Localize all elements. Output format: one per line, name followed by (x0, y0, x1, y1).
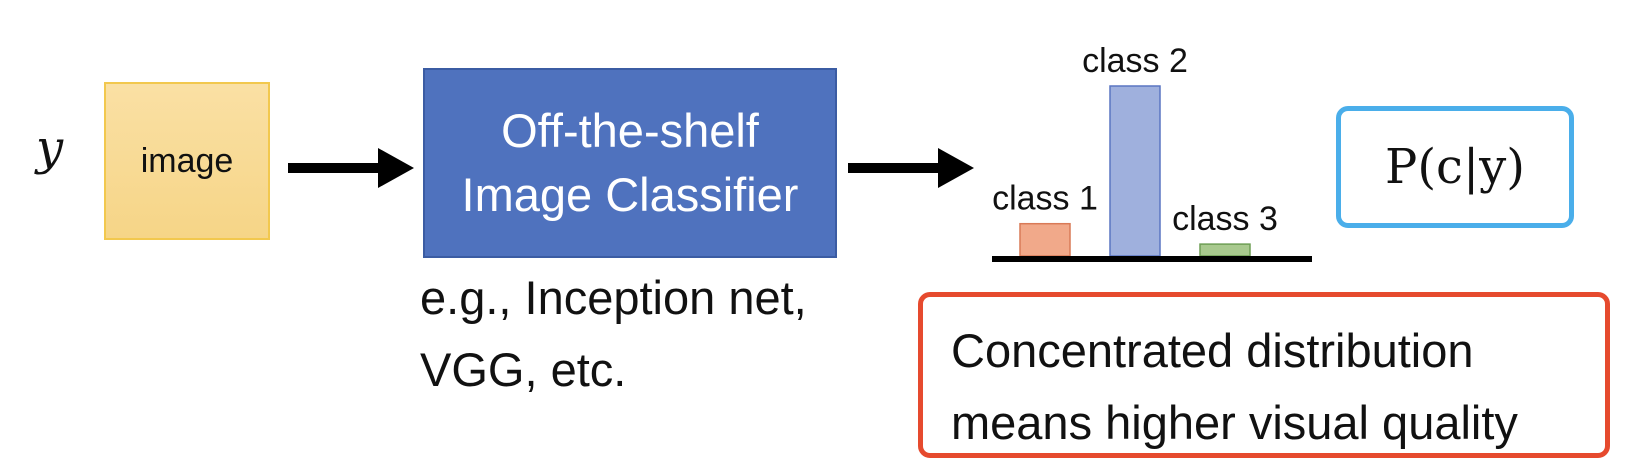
classifier-examples: e.g., Inception net, VGG, etc. (420, 262, 807, 406)
bar-label-class-3: class 3 (1172, 200, 1278, 238)
examples-line2: VGG, etc. (420, 343, 627, 396)
bar-label-class-2: class 2 (1082, 42, 1188, 80)
note-line1: Concentrated distribution (951, 324, 1474, 377)
bar-label-class-1: class 1 (992, 180, 1098, 218)
probability-label: P(c|y) (1385, 139, 1525, 195)
variable-y-label: y (36, 120, 64, 176)
examples-line1: e.g., Inception net, (420, 271, 807, 324)
classifier-title-line2: Image Classifier (461, 168, 799, 221)
bar-class-2 (1109, 85, 1161, 257)
bar-class-3 (1199, 243, 1251, 257)
classifier-title-line1: Off-the-shelf (501, 104, 759, 157)
chart-svg: class 1 class 2 class 3 (992, 42, 1312, 262)
note-line2: means higher visual quality (951, 396, 1518, 449)
right-arrow-icon (848, 148, 974, 188)
right-arrow-icon (288, 148, 414, 188)
classifier-box: Off-the-shelf Image Classifier (423, 68, 837, 258)
class-distribution-chart: class 1 class 2 class 3 (980, 30, 1320, 270)
probability-box: P(c|y) (1336, 106, 1574, 228)
image-input-box: image (104, 82, 270, 240)
image-box-label: image (140, 141, 234, 180)
note-box: Concentrated distribution means higher v… (918, 292, 1610, 458)
bar-class-1 (1019, 222, 1071, 257)
